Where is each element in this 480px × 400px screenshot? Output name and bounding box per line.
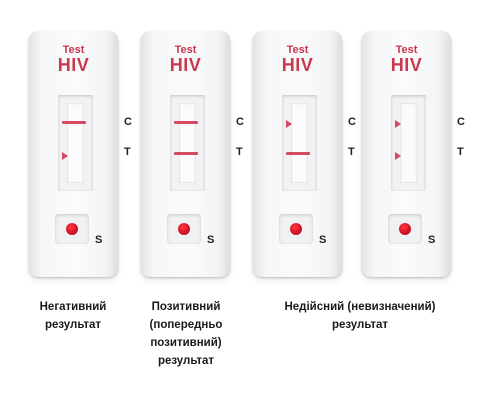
control-position-marker: [286, 120, 292, 128]
test-label: T: [236, 146, 243, 158]
test-label: T: [348, 146, 355, 158]
cassette-label-small: Test: [174, 44, 197, 56]
test-line: [286, 152, 310, 155]
caption-negative: Негативний результат: [39, 301, 107, 331]
test-cassette-negative: Test HIV C T S: [29, 31, 132, 277]
result-window: C T: [391, 95, 465, 191]
control-label: C: [348, 116, 356, 128]
cassette-label-small: Test: [286, 44, 309, 56]
caption-positive: Позитивний (попередньо позитивний) резул…: [149, 301, 223, 367]
cassette-label-hiv: HIV: [57, 55, 90, 75]
control-label: C: [124, 116, 132, 128]
sample-hole: [66, 223, 78, 235]
test-strip: [395, 103, 417, 183]
control-line: [62, 121, 86, 124]
control-label: C: [236, 116, 244, 128]
result-window: C T: [170, 95, 244, 191]
caption-invalid: Недійсний (невизначений) результат: [284, 301, 436, 331]
sample-hole: [290, 223, 302, 235]
sample-hole: [178, 223, 190, 235]
test-strip: [174, 103, 198, 183]
sample-label: S: [319, 234, 327, 246]
sample-hole: [399, 223, 411, 235]
sample-well: [167, 214, 201, 244]
test-cassette-invalid-t-only: Test HIV C T S: [253, 31, 356, 277]
test-label: T: [457, 146, 464, 158]
sample-label: S: [428, 234, 436, 246]
cassette-label-hiv: HIV: [390, 55, 423, 75]
control-label: C: [457, 116, 465, 128]
test-label: T: [124, 146, 131, 158]
control-position-marker: [395, 120, 401, 128]
cassette-label-hiv: HIV: [281, 55, 314, 75]
test-strip: [62, 103, 86, 183]
test-cassette-positive: Test HIV C T S: [141, 31, 244, 277]
cassette-label-small: Test: [62, 44, 85, 56]
test-position-marker: [62, 152, 68, 160]
sample-well: [55, 214, 89, 244]
result-window: C T: [58, 95, 132, 191]
cassette-label-hiv: HIV: [169, 55, 202, 75]
sample-well: [279, 214, 313, 244]
test-cassette-invalid-no-lines: Test HIV C T S: [362, 31, 465, 277]
cassette-label-small: Test: [395, 44, 418, 56]
test-line: [174, 152, 198, 155]
sample-label: S: [95, 234, 103, 246]
sample-well: [388, 214, 422, 244]
sample-label: S: [207, 234, 215, 246]
test-strip: [286, 103, 310, 183]
result-window: C T: [282, 95, 356, 191]
control-line: [174, 121, 198, 124]
test-position-marker: [395, 152, 401, 160]
